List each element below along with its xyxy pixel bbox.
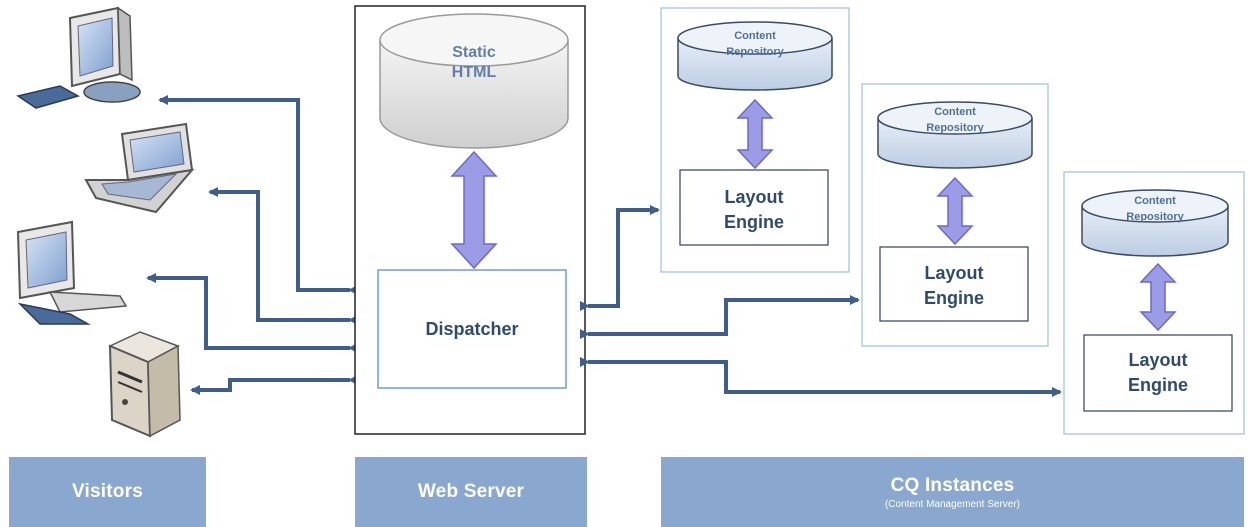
cq-instances-band: CQ Instances (Content Management Server) — [661, 457, 1244, 527]
cq-instance-3: Content Repository Layout Engine — [1063, 171, 1245, 435]
laptop-icon — [84, 122, 195, 214]
tower-server-icon — [108, 331, 181, 438]
workstation-icon — [16, 220, 128, 325]
web-server-band-label: Web Server — [417, 481, 525, 502]
static-html-label-line1: Static — [452, 44, 496, 61]
engine-sync-arrow — [936, 176, 974, 246]
content-repository-cylinder: Content Repository — [877, 101, 1033, 169]
repository-label-line1: Content — [734, 30, 776, 42]
cq-connectors — [580, 205, 1062, 397]
dispatcher-label: Dispatcher — [425, 319, 518, 339]
visitor-connectors — [146, 95, 358, 395]
layout-engine-box: Layout Engine — [879, 246, 1029, 322]
content-repository-cylinder: Content Repository — [1081, 189, 1229, 257]
static-html-label-line2: HTML — [452, 64, 497, 81]
connector-cq2 — [580, 295, 860, 339]
layout-engine-line2: Engine — [1128, 375, 1188, 395]
repository-label-line2: Repository — [1126, 211, 1184, 223]
connector-workstation — [146, 273, 358, 353]
repository-label-line2: Repository — [926, 122, 984, 134]
cq-instance-2: Content Repository Layout Engine — [861, 83, 1049, 347]
visitors-band-label: Visitors — [72, 481, 143, 502]
layout-engine-line1: Layout — [1128, 350, 1187, 370]
content-repository-cylinder: Content Repository — [677, 21, 833, 91]
layout-engine-line2: Engine — [924, 288, 984, 308]
layout-engine-line1: Layout — [724, 187, 783, 207]
connector-cq1 — [580, 205, 660, 311]
desktop-monitor-icon — [16, 6, 141, 109]
cq-instances-band-title: CQ Instances — [890, 474, 1015, 496]
cq-instance-1: Content Repository Layout Engine — [660, 7, 850, 273]
connector-laptop — [208, 187, 358, 325]
dispatcher-box: Dispatcher — [377, 269, 567, 389]
connector-cq3 — [580, 357, 1062, 397]
layout-engine-box: Layout Engine — [1083, 334, 1233, 412]
layout-engine-line2: Engine — [724, 212, 784, 232]
connector-desktop — [158, 95, 358, 295]
layout-engine-line1: Layout — [924, 263, 983, 283]
engine-sync-arrow — [1139, 262, 1177, 332]
engine-sync-arrow — [736, 98, 774, 170]
dispatcher-sync-arrow — [450, 150, 498, 270]
connector-server — [190, 375, 358, 395]
cq-instances-band-subtitle: (Content Management Server) — [884, 498, 1021, 510]
visitors-band: Visitors — [9, 457, 206, 527]
repository-label-line1: Content — [1134, 195, 1176, 207]
repository-label-line2: Repository — [726, 46, 784, 58]
web-server-band: Web Server — [355, 457, 587, 527]
layout-engine-box: Layout Engine — [679, 169, 829, 246]
static-html-cylinder: Static HTML — [379, 13, 569, 149]
repository-label-line1: Content — [934, 106, 976, 118]
